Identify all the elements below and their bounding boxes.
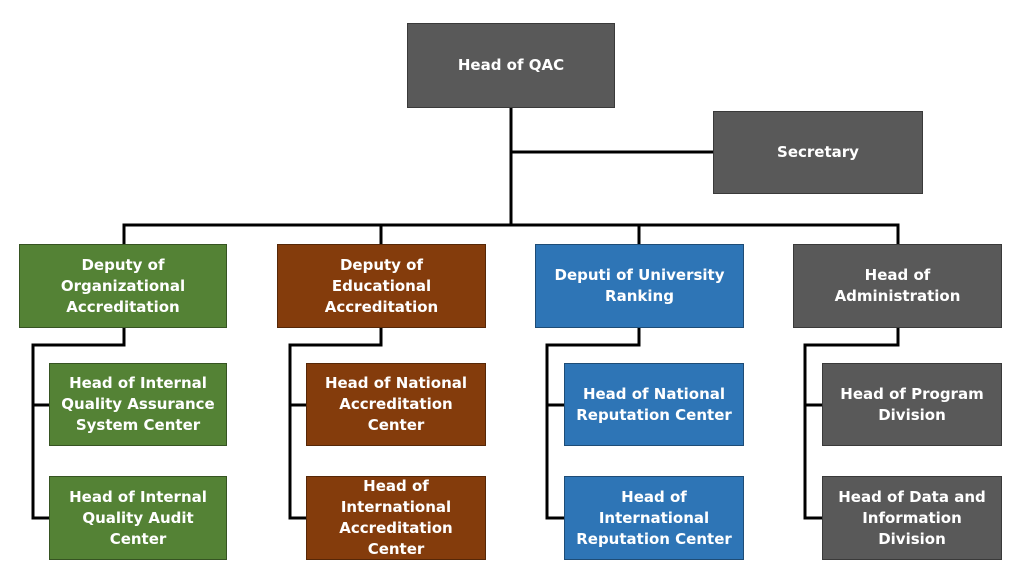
node-national-accreditation-center: Head of National Accreditation Center — [306, 363, 486, 446]
node-deputy-educational-accreditation: Deputy of Educational Accreditation — [277, 244, 486, 328]
node-internal-quality-assurance-system-center: Head of Internal Quality Assurance Syste… — [49, 363, 227, 446]
node-international-reputation-center: Head of International Reputation Center — [564, 476, 744, 560]
node-data-and-information-division: Head of Data and Information Division — [822, 476, 1002, 560]
node-head-of-qac: Head of QAC — [407, 23, 615, 108]
node-deputi-university-ranking: Deputi of University Ranking — [535, 244, 744, 328]
node-internal-quality-audit-center: Head of Internal Quality Audit Center — [49, 476, 227, 560]
node-national-reputation-center: Head of National Reputation Center — [564, 363, 744, 446]
node-deputy-organizational-accreditation: Deputy of Organizational Accreditation — [19, 244, 227, 328]
node-international-accreditation-center: Head of International Accreditation Cent… — [306, 476, 486, 560]
node-program-division: Head of Program Division — [822, 363, 1002, 446]
node-head-of-administration: Head of Administration — [793, 244, 1002, 328]
node-secretary: Secretary — [713, 111, 923, 194]
